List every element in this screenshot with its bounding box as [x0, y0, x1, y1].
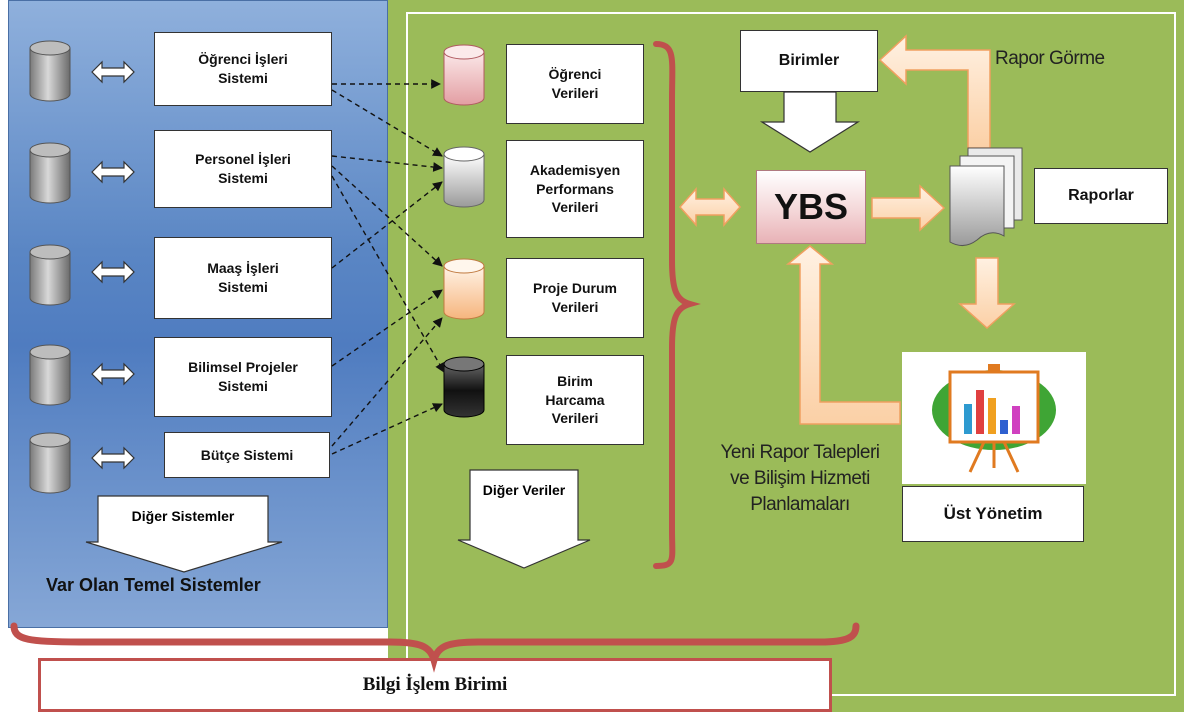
data-bracket [653, 41, 701, 569]
bidirectional-arrow-icon [91, 362, 135, 386]
bidirectional-arrow-icon [91, 260, 135, 284]
units-box: Birimler [740, 30, 878, 92]
database-icon [29, 432, 71, 494]
database-icon [29, 344, 71, 406]
bidirectional-block-arrow [678, 187, 742, 227]
new-requests-arrow [785, 245, 901, 425]
database-icon [443, 356, 485, 418]
data-flow-arrow [331, 317, 443, 447]
other-data-label: Diğer Veriler [482, 482, 566, 498]
presentation-chart-icon [932, 364, 1056, 473]
ybs-to-reports-arrow [871, 184, 946, 232]
left-panel-title: Var Olan Temel Sistemler [46, 575, 261, 595]
data-flow-arrow [331, 175, 445, 373]
bidirectional-arrow-icon [91, 160, 135, 184]
source-system-personel: Personel İşleri Sistemi [154, 130, 332, 208]
database-icon [29, 244, 71, 306]
units-to-ybs-arrow [759, 91, 861, 153]
report-viewing-label: Rapor Görme [995, 48, 1105, 69]
bottom-bracket [10, 622, 860, 673]
data-flow-arrow [331, 403, 443, 455]
data-store-proje: Proje Durum Verileri [506, 258, 644, 338]
report-viewing-arrow [878, 34, 991, 149]
data-store-akademisyen: Akademisyen Performans Verileri [506, 140, 644, 238]
reports-box: Raporlar [1034, 168, 1168, 224]
bidirectional-arrow-icon [91, 446, 135, 470]
source-system-butce: Bütçe Sistemi [164, 432, 330, 478]
database-icon [443, 146, 485, 208]
data-store-ogrenci: Öğrenci Verileri [506, 44, 644, 124]
data-flow-arrow [331, 89, 443, 157]
reports-to-management-arrow [958, 257, 1016, 330]
new-requests-label: Yeni Rapor Talepleri ve Bilişim Hizmeti … [720, 442, 880, 516]
data-flow-arrow [331, 155, 443, 172]
ybs-box: YBS [756, 170, 866, 244]
documents-icon [949, 147, 1023, 246]
other-systems-arrow [85, 495, 283, 573]
data-flow-arrow [331, 181, 443, 269]
data-flow-arrow [331, 289, 443, 367]
bidirectional-arrow-icon [91, 60, 135, 84]
database-icon [443, 258, 485, 320]
database-icon [443, 44, 485, 106]
database-icon [29, 142, 71, 204]
source-system-bilimsel: Bilimsel Projeler Sistemi [154, 337, 332, 417]
top-management-box: Üst Yönetim [902, 486, 1084, 542]
source-system-ogrenci: Öğrenci İşleri Sistemi [154, 32, 332, 106]
data-flow-arrow [331, 165, 443, 267]
database-icon [29, 40, 71, 102]
other-data-arrow [457, 469, 591, 569]
other-systems-label: Diğer Sistemler [131, 508, 235, 524]
data-store-birim: Birim Harcama Verileri [506, 355, 644, 445]
source-system-maas: Maaş İşleri Sistemi [154, 237, 332, 319]
